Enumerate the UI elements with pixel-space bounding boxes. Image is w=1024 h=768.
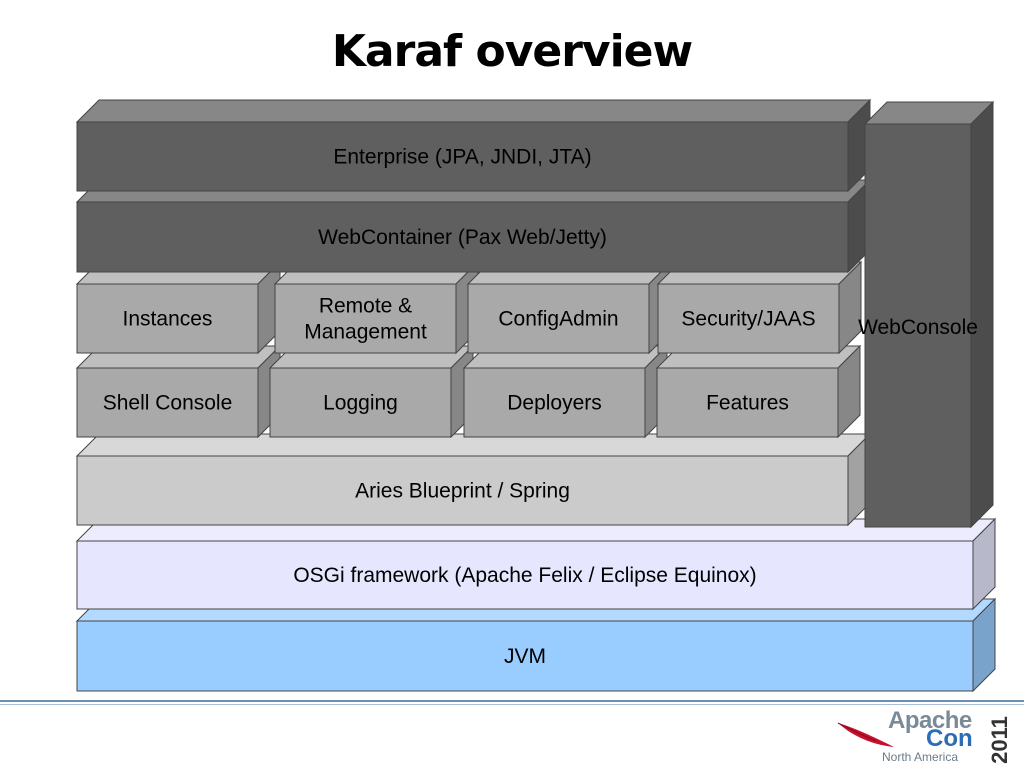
footer-divider bbox=[0, 700, 1024, 702]
service-configadmin-label: ConfigAdmin bbox=[498, 308, 618, 331]
logo-year-text: 2011 bbox=[987, 716, 1013, 764]
layer-blueprint: Aries Blueprint / Spring bbox=[75, 432, 872, 527]
service-deployers-front-face bbox=[463, 367, 646, 438]
layer-enterprise: Enterprise (JPA, JNDI, JTA) bbox=[75, 98, 872, 193]
service-logging-front-face bbox=[269, 367, 452, 438]
apache-feather-icon bbox=[837, 722, 894, 747]
service-security: Security/JAAS bbox=[656, 260, 863, 355]
service-instances-front-face bbox=[76, 283, 259, 354]
layer-osgi-front-face bbox=[76, 540, 974, 610]
webconsole-label: WebConsole bbox=[858, 316, 978, 339]
logo-region-text: North America bbox=[882, 750, 959, 764]
layer-jvm-front-face bbox=[76, 620, 974, 692]
service-features-front-face bbox=[656, 367, 839, 438]
slide-title: Karaf overview bbox=[331, 26, 693, 77]
service-remote-front-face bbox=[274, 283, 457, 354]
layer-jvm: JVM bbox=[75, 597, 997, 693]
layer-enterprise-label: Enterprise (JPA, JNDI, JTA) bbox=[333, 146, 591, 169]
service-remote-label: Management bbox=[304, 321, 427, 344]
service-security-label: Security/JAAS bbox=[681, 308, 815, 331]
service-deployers-label: Deployers bbox=[507, 392, 602, 415]
service-shell: Shell Console bbox=[75, 344, 282, 439]
service-deployers: Deployers bbox=[462, 344, 669, 439]
logo-apache-text: Apache bbox=[888, 707, 972, 734]
layer-osgi-label: OSGi framework (Apache Felix / Eclipse E… bbox=[293, 564, 756, 587]
webconsole bbox=[863, 100, 995, 529]
service-shell-label: Shell Console bbox=[103, 392, 233, 415]
service-remote: Remote & Management bbox=[273, 260, 480, 355]
service-configadmin: ConfigAdmin bbox=[466, 260, 673, 355]
layer-blueprint-front-face bbox=[76, 455, 849, 526]
webconsole-front-face bbox=[864, 123, 972, 528]
apachecon-logo: Apache Con North America 2011 bbox=[836, 707, 1024, 767]
layer-jvm-label: JVM bbox=[504, 645, 546, 668]
logo-year: 2011 bbox=[984, 713, 1016, 767]
service-features: Features bbox=[655, 344, 862, 439]
webconsole-side-face bbox=[970, 100, 994, 529]
service-security-front-face bbox=[657, 283, 840, 354]
service-remote-label: Remote & bbox=[319, 295, 412, 318]
service-logging: Logging bbox=[268, 344, 475, 439]
service-instances: Instances bbox=[75, 260, 282, 355]
service-shell-front-face bbox=[76, 367, 259, 438]
layer-osgi: OSGi framework (Apache Felix / Eclipse E… bbox=[75, 517, 997, 611]
layer-webcontainer-label: WebContainer (Pax Web/Jetty) bbox=[318, 226, 607, 249]
layer-webcontainer: WebContainer (Pax Web/Jetty) bbox=[75, 178, 872, 274]
layer-webcontainer-front-face bbox=[76, 201, 849, 273]
service-configadmin-front-face bbox=[467, 283, 650, 354]
logo-con-text: Con bbox=[926, 725, 973, 752]
layer-enterprise-front-face bbox=[76, 121, 849, 192]
service-logging-label: Logging bbox=[323, 392, 398, 415]
service-features-label: Features bbox=[706, 392, 789, 415]
service-instances-label: Instances bbox=[123, 308, 213, 331]
karaf-architecture-diagram: JVM OSGi framework (Apache Felix / Eclips… bbox=[75, 98, 997, 693]
layer-blueprint-label: Aries Blueprint / Spring bbox=[355, 480, 570, 503]
layer-enterprise-top-face bbox=[75, 99, 872, 123]
footer-divider-thin bbox=[0, 704, 1024, 705]
